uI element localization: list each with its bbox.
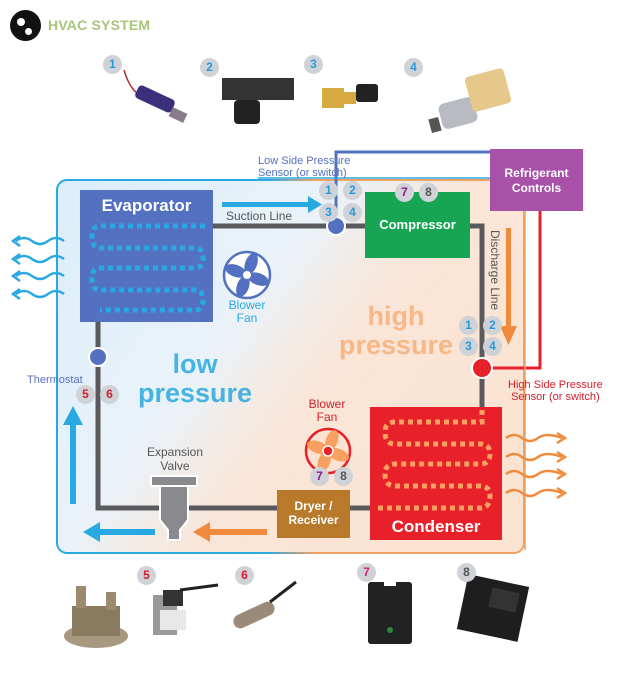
high-side-sensor-label-line1: High Side Pressure [508, 379, 603, 391]
thermostat-badge-6: 6 [100, 385, 119, 404]
dryer-receiver-label-line2: Receiver [288, 513, 339, 527]
high-side-badge-1: 1 [459, 316, 478, 335]
product-badge-4: 4 [404, 58, 423, 77]
high-side-badge-4: 4 [483, 337, 502, 356]
compressor-label: Compressor [379, 217, 456, 232]
return-flow-arrow [63, 406, 83, 504]
thermostat-badge-5: 5 [76, 385, 95, 404]
condenser-fan-label: Blower Fan [302, 398, 352, 424]
thermostat-node [88, 347, 108, 367]
high-side-sensor-label-line2: Sensor (or switch) [511, 391, 600, 403]
dryer-receiver-label: Dryer / Receiver [277, 499, 350, 527]
product-badge-5: 5 [137, 566, 156, 585]
low-side-sensor-label: Low Side Pressure Sensor (or switch) [258, 155, 350, 179]
condenser-label: Condenser [391, 517, 481, 536]
evaporator-blower-fan-icon [222, 250, 272, 300]
product-badge-7: 7 [357, 563, 376, 582]
high-side-sensor-label: High Side Pressure Sensor (or switch) [508, 379, 603, 403]
high-pressure-label-line2: pressure [338, 330, 454, 360]
high-pressure-label-line1: high [367, 301, 425, 331]
product-6-image [233, 580, 297, 629]
product-badge-2: 2 [200, 58, 219, 77]
low-side-sensor-label-line1: Low Side Pressure [258, 155, 351, 167]
condenser-fan-badge-8: 8 [334, 467, 353, 486]
compressor-badge-8: 8 [419, 183, 438, 202]
cold-air-waves-icon [10, 234, 65, 301]
product-3-image [322, 84, 378, 108]
low-pressure-label: low pressure [135, 350, 255, 408]
high-side-badge-3: 3 [459, 337, 478, 356]
product-7-image [368, 578, 412, 644]
expansion-valve-label-line2: Valve [160, 459, 190, 473]
thermostat-label: Thermostat [27, 374, 83, 386]
refrigerant-controls-label-line1: Refrigerant [504, 166, 569, 180]
evaporator-fan-label: Blower Fan [222, 299, 272, 325]
refrigerant-controls-box [490, 149, 583, 211]
low-side-badge-4: 4 [343, 203, 362, 222]
high-side-wire [482, 210, 542, 370]
high-side-badge-2: 2 [483, 316, 502, 335]
condenser-fan-label-line2: Fan [316, 410, 338, 424]
low-side-sensor-label-line2: Sensor (or switch) [258, 167, 347, 179]
low-side-badge-2: 2 [343, 181, 362, 200]
compressor-box [365, 192, 470, 258]
low-pressure-label-line2: pressure [137, 378, 253, 408]
evaporator-fan-label-line2: Fan [236, 311, 258, 325]
hvac-logo-icon [10, 10, 41, 41]
product-badge-8: 8 [457, 563, 476, 582]
product-5b-image [153, 583, 219, 635]
evaporator-label: Evaporator [101, 196, 192, 215]
condenser-coil [375, 410, 493, 511]
dryer-receiver-box [277, 490, 350, 538]
liquid-pipe-2 [95, 322, 277, 511]
low-pressure-label-line1: low [172, 349, 218, 379]
expansion-valve-label: Expansion Valve [130, 445, 220, 473]
low-side-wire [334, 150, 492, 222]
low-side-badge-3: 3 [319, 203, 338, 222]
expanded-flow-arrow [83, 522, 155, 542]
evaporator-box [80, 190, 213, 322]
refrigerant-controls-label: Refrigerant Controls [490, 166, 583, 196]
compressor-badge-7: 7 [395, 183, 414, 202]
condenser-box [370, 407, 502, 540]
evaporator-fan-label-line1: Blower [228, 298, 266, 312]
suction-flow-arrow [222, 196, 322, 213]
condenser-fan-badge-7: 7 [310, 467, 329, 486]
refrigerant-controls-label-line2: Controls [511, 181, 562, 195]
high-pressure-label: high pressure [334, 302, 458, 360]
dryer-receiver-label-line1: Dryer / [294, 499, 333, 513]
discharge-line-label: Discharge Line [488, 230, 502, 311]
expansion-valve-label-line1: Expansion [146, 445, 204, 459]
product-2-image [222, 78, 294, 124]
high-side-sensor-node [471, 357, 493, 379]
product-4-image [428, 68, 512, 134]
condenser-fan-label-line1: Blower [308, 397, 346, 411]
evaporator-coil [89, 223, 206, 313]
product-badge-6: 6 [235, 566, 254, 585]
suction-line-label: Suction Line [226, 209, 293, 223]
expansion-valve-icon [150, 475, 198, 541]
low-side-badge-1: 1 [319, 181, 338, 200]
product-8-image [456, 574, 530, 642]
hot-air-waves-icon [505, 431, 568, 500]
discharge-pipe [470, 223, 485, 410]
product-badge-1: 1 [103, 55, 122, 74]
product-badge-3: 3 [304, 55, 323, 74]
product-1-image [123, 69, 188, 123]
condenser-blower-fan-icon [304, 427, 352, 475]
discharge-flow-arrow [500, 228, 517, 345]
product-5a-image [64, 586, 128, 648]
liquid-flow-arrow [193, 522, 267, 542]
page-title: HVAC SYSTEM [48, 17, 151, 33]
